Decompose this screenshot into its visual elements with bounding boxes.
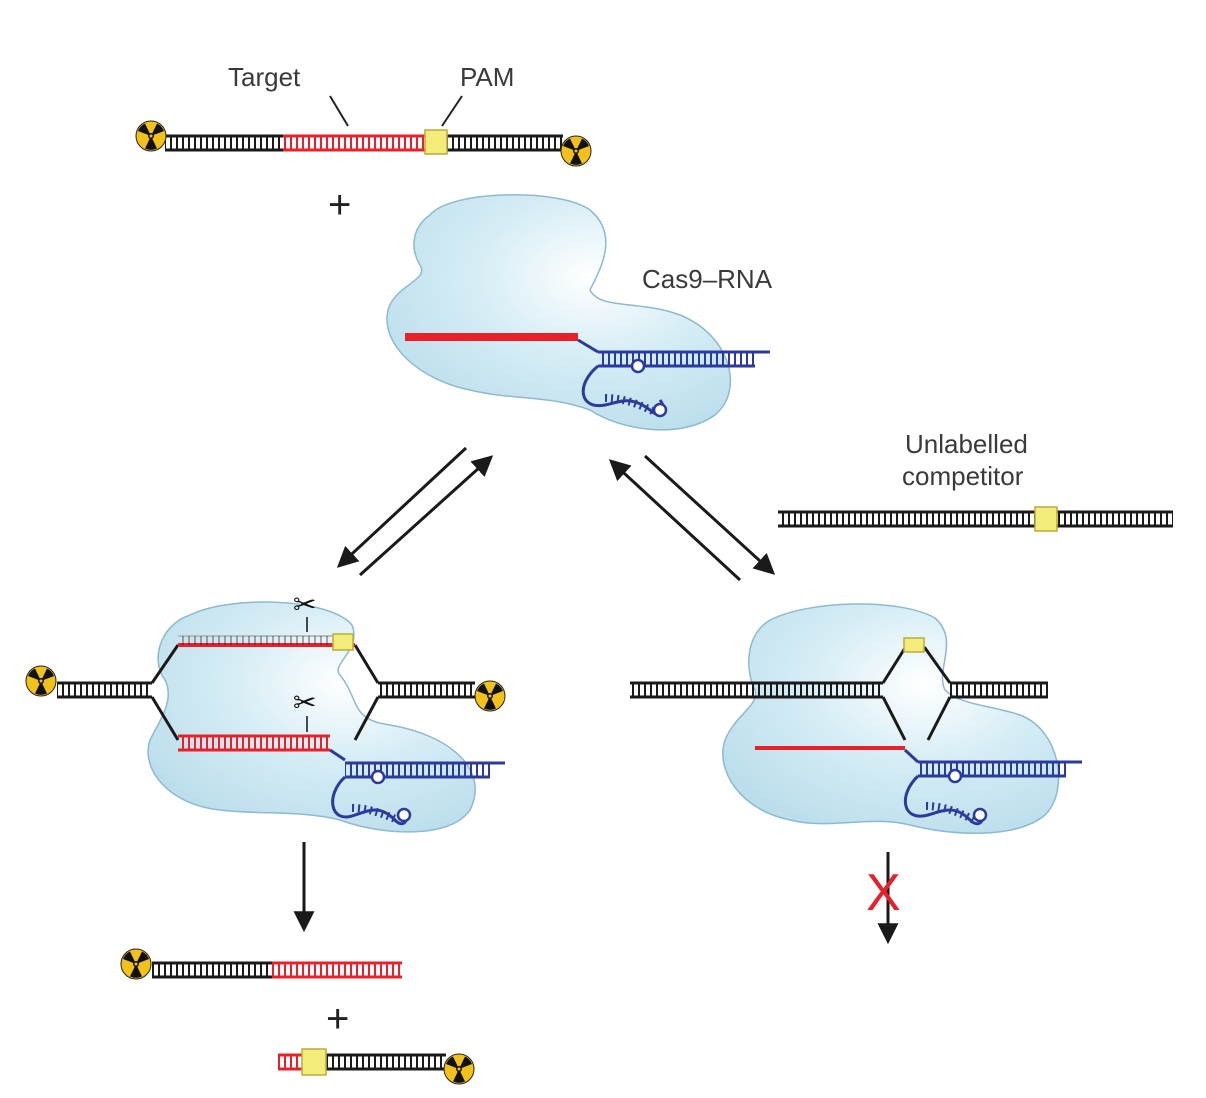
competitor-label-line2: competitor: [902, 461, 1024, 491]
competitor-label-line1: Unlabelled: [905, 429, 1028, 459]
unlabelled-competitor: Unlabelled competitor: [778, 429, 1173, 532]
cas9-protein: [386, 194, 731, 431]
plus-sign: +: [326, 997, 349, 1041]
cleavage-product-1: [120, 948, 402, 980]
svg-text:✂: ✂: [293, 588, 316, 621]
competitor-bound-complex: [630, 603, 1082, 834]
pam-box: [1034, 506, 1058, 532]
cleavage-product-2: [278, 1048, 475, 1085]
arrow-icon: [358, 455, 494, 577]
blocked-arrow: X: [866, 852, 901, 945]
pam-box: [424, 129, 448, 155]
pam-box: [903, 637, 925, 653]
arrow-icon: [608, 459, 742, 582]
arrow-icon: [336, 446, 468, 568]
radioactive-label-icon: [474, 680, 506, 712]
cas9-rna-label: Cas9–RNA: [642, 264, 773, 294]
radioactive-label-icon: [135, 120, 167, 152]
blocked-x-mark: X: [866, 864, 901, 922]
pam-label: PAM: [460, 62, 514, 92]
radioactive-label-icon: [25, 665, 57, 697]
scissors-icon: ✂: [293, 686, 316, 732]
plus-sign: +: [328, 183, 351, 227]
target-pointer: [329, 95, 349, 127]
pam-box: [332, 633, 354, 651]
target-label: Target: [228, 62, 301, 92]
equilibrium-arrows-right: [608, 454, 776, 582]
cas9-protein: [722, 603, 1060, 834]
svg-text:✂: ✂: [293, 686, 316, 719]
pam-box: [301, 1048, 327, 1076]
arrow-icon: [643, 454, 776, 575]
cleavage-complex: ✂ ✂: [25, 588, 506, 833]
pam-pointer: [441, 95, 463, 127]
radioactive-label-icon: [120, 948, 152, 980]
radioactive-label-icon: [560, 135, 592, 167]
scissors-icon: ✂: [293, 588, 316, 632]
cas9-rna-complex: Cas9–RNA: [386, 194, 773, 431]
radioactive-label-icon: [443, 1053, 475, 1085]
labelled-target-dna: Target PAM: [135, 62, 592, 167]
equilibrium-arrows-left: [336, 446, 494, 577]
